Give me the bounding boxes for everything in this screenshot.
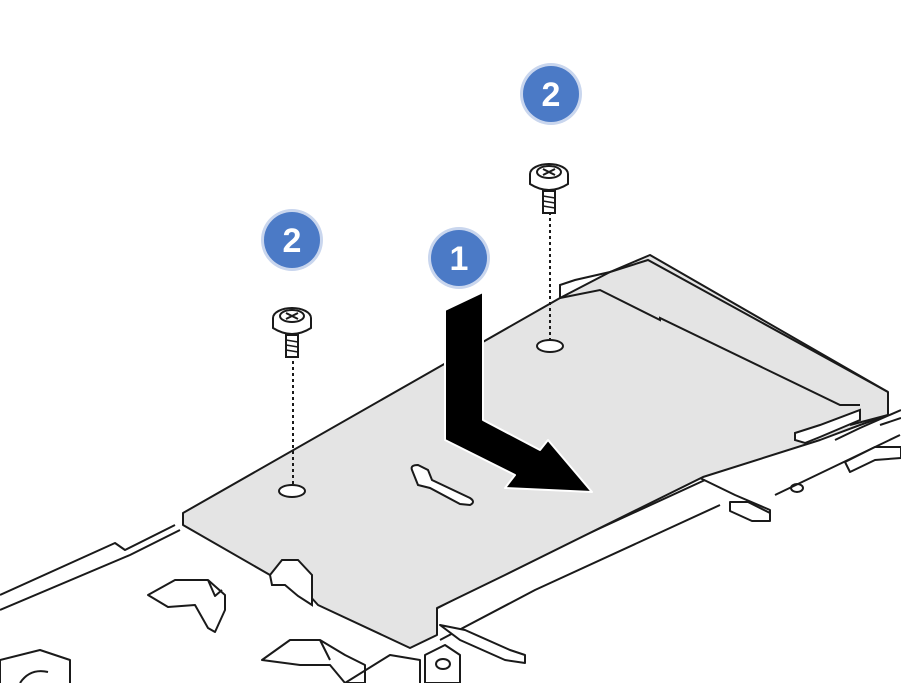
slide-arrow-icon (444, 291, 593, 493)
callout-step-1: 1 (428, 227, 490, 289)
callout-label: 1 (450, 240, 469, 278)
keyhole-slot (410, 463, 474, 507)
screw-icon (529, 163, 569, 214)
chassis-tray (0, 524, 461, 683)
callout-label: 2 (542, 76, 561, 114)
callout-step-2-left: 2 (261, 209, 323, 271)
screw-icon (272, 307, 312, 358)
screw-hole-left (278, 484, 306, 498)
callout-step-2-right: 2 (520, 63, 582, 125)
callout-label: 2 (283, 222, 302, 260)
screw-hole-right (536, 339, 564, 353)
